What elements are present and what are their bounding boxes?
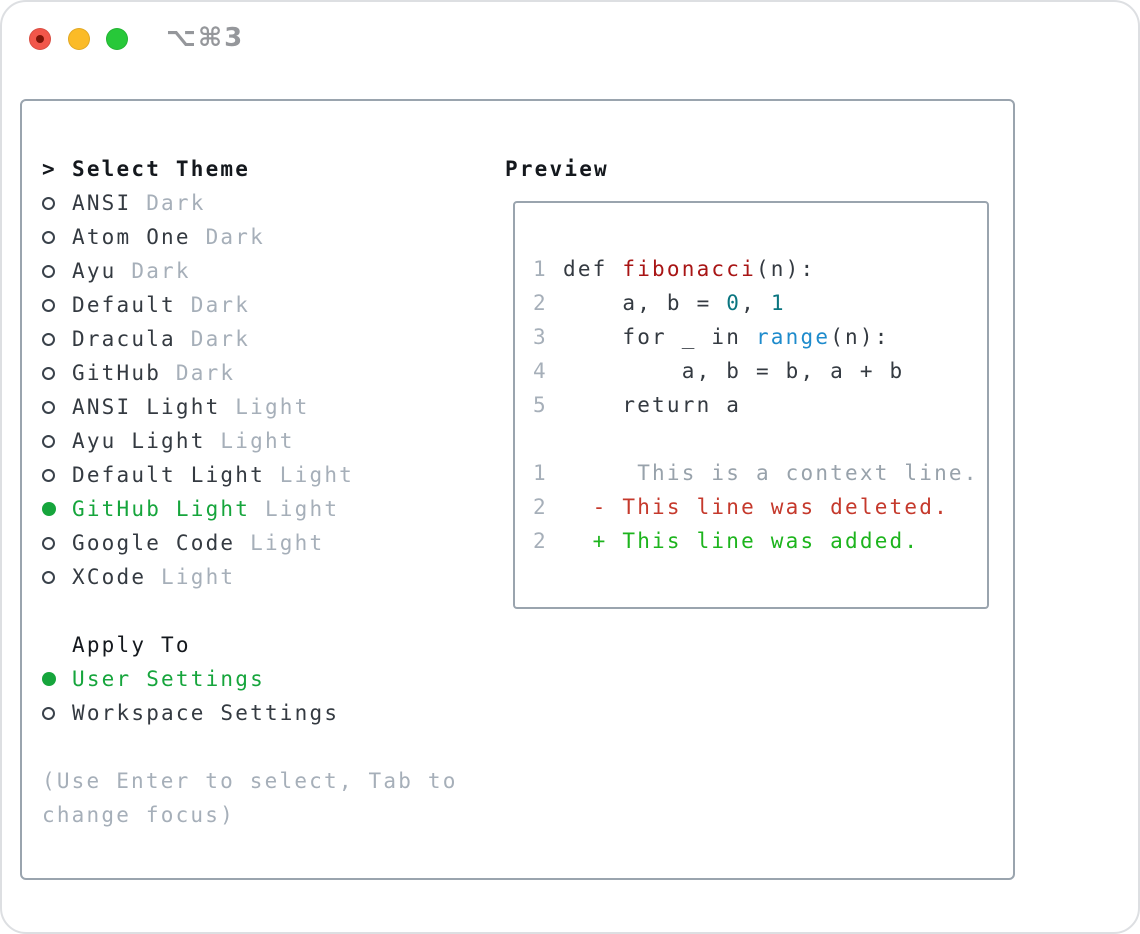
unsaved-changes-dot bbox=[36, 35, 44, 43]
theme-option-dracula[interactable]: Dracula Dark bbox=[42, 322, 478, 356]
apply-option-user-settings[interactable]: User Settings bbox=[42, 662, 478, 696]
theme-variant: Light bbox=[235, 531, 325, 555]
radio-icon bbox=[42, 434, 55, 448]
theme-name: Ayu bbox=[72, 259, 117, 283]
radio-icon bbox=[42, 298, 55, 312]
close-button[interactable] bbox=[29, 28, 51, 50]
minimize-button[interactable] bbox=[68, 28, 90, 50]
radio-icon bbox=[42, 230, 55, 244]
line-number: 1 bbox=[533, 461, 548, 485]
radio-icon bbox=[42, 264, 55, 278]
theme-variant: Dark bbox=[161, 361, 236, 385]
theme-option-github-light[interactable]: GitHub Light Light bbox=[42, 492, 478, 526]
code-text: a, b = b, a + b bbox=[563, 359, 905, 383]
theme-option-ansi-light[interactable]: ANSI Light Light bbox=[42, 390, 478, 424]
theme-variant: Light bbox=[220, 395, 310, 419]
theme-option-default-light[interactable]: Default Light Light bbox=[42, 458, 478, 492]
theme-variant: Light bbox=[205, 429, 295, 453]
radio-icon bbox=[42, 400, 55, 414]
radio-selected-icon bbox=[42, 502, 56, 516]
line-number: 2 bbox=[533, 529, 548, 553]
radio-selected-icon bbox=[42, 672, 56, 686]
apply-to-header-label: Apply To bbox=[72, 633, 191, 657]
preview-header: Preview bbox=[505, 157, 609, 181]
preview-line: 2 a, b = 0, 1 bbox=[533, 286, 987, 320]
radio-icon bbox=[42, 332, 55, 346]
theme-name: Ayu Light bbox=[72, 429, 206, 453]
line-number: 1 bbox=[533, 257, 548, 281]
theme-name: Atom One bbox=[72, 225, 191, 249]
theme-option-github[interactable]: GitHub Dark bbox=[42, 356, 478, 390]
theme-option-ansi[interactable]: ANSI Dark bbox=[42, 186, 478, 220]
select-theme-header: > Select Theme bbox=[42, 152, 478, 186]
radio-icon bbox=[42, 570, 55, 584]
apply-to-header: Apply To bbox=[42, 628, 478, 662]
window-title: ⌥⌘3 bbox=[166, 23, 245, 53]
theme-option-ayu-light[interactable]: Ayu Light Light bbox=[42, 424, 478, 458]
theme-name: Google Code bbox=[72, 531, 236, 555]
preview-line: 2 + This line was added. bbox=[533, 524, 987, 558]
theme-name: Default Light bbox=[72, 463, 265, 487]
theme-name: Default bbox=[72, 293, 176, 317]
preview-line bbox=[533, 422, 987, 456]
preview-line: 5 return a bbox=[533, 388, 987, 422]
line-number: 4 bbox=[533, 359, 548, 383]
apply-option-label: Workspace Settings bbox=[72, 701, 340, 725]
radio-icon bbox=[42, 706, 55, 720]
code-text: This is a context line. bbox=[563, 461, 979, 485]
code-text: def fibonacci(n): bbox=[563, 257, 816, 281]
radio-icon bbox=[42, 366, 55, 380]
zoom-button[interactable] bbox=[106, 28, 128, 50]
preview-line: 3 for _ in range(n): bbox=[533, 320, 987, 354]
theme-option-ayu[interactable]: Ayu Dark bbox=[42, 254, 478, 288]
radio-icon bbox=[42, 196, 55, 210]
keyboard-hint: (Use Enter to select, Tab to change focu… bbox=[42, 769, 458, 827]
code-text: for _ in range(n): bbox=[563, 325, 890, 349]
theme-name: ANSI Light bbox=[72, 395, 221, 419]
theme-option-xcode[interactable]: XCode Light bbox=[42, 560, 478, 594]
apply-option-label: User Settings bbox=[72, 667, 265, 691]
theme-variant: Dark bbox=[131, 191, 206, 215]
line-number: 2 bbox=[533, 291, 548, 315]
theme-name: XCode bbox=[72, 565, 147, 589]
theme-name: Dracula bbox=[72, 327, 176, 351]
theme-option-atom-one[interactable]: Atom One Dark bbox=[42, 220, 478, 254]
theme-variant: Dark bbox=[116, 259, 191, 283]
code-text: - This line was deleted. bbox=[563, 495, 949, 519]
preview-line: 1 def fibonacci(n): bbox=[533, 252, 987, 286]
line-number: 2 bbox=[533, 495, 548, 519]
theme-variant: Dark bbox=[175, 327, 251, 351]
theme-name: GitHub Light bbox=[72, 497, 251, 521]
line-number: 3 bbox=[533, 325, 548, 349]
apply-option-workspace-settings[interactable]: Workspace Settings bbox=[42, 696, 478, 730]
theme-variant: Dark bbox=[175, 293, 251, 317]
radio-icon bbox=[42, 536, 55, 550]
theme-variant: Light bbox=[146, 565, 236, 589]
theme-option-google-code[interactable]: Google Code Light bbox=[42, 526, 478, 560]
line-number: 5 bbox=[533, 393, 548, 417]
preview-line: 2 - This line was deleted. bbox=[533, 490, 987, 524]
preview-line: 4 a, b = b, a + b bbox=[533, 354, 987, 388]
code-text: + This line was added. bbox=[563, 529, 920, 553]
theme-name: ANSI bbox=[72, 191, 132, 215]
select-theme-header-label: Select Theme bbox=[72, 157, 251, 181]
code-text: return a bbox=[563, 393, 742, 417]
theme-variant: Light bbox=[264, 463, 355, 487]
theme-variant: Light bbox=[250, 497, 340, 521]
preview-line: 1 This is a context line. bbox=[533, 456, 987, 490]
theme-variant: Dark bbox=[190, 225, 265, 249]
theme-name: GitHub bbox=[72, 361, 162, 385]
selection-caret-icon: > bbox=[42, 157, 57, 181]
code-text: a, b = 0, 1 bbox=[563, 291, 786, 315]
theme-option-default[interactable]: Default Dark bbox=[42, 288, 478, 322]
radio-icon bbox=[42, 468, 55, 482]
